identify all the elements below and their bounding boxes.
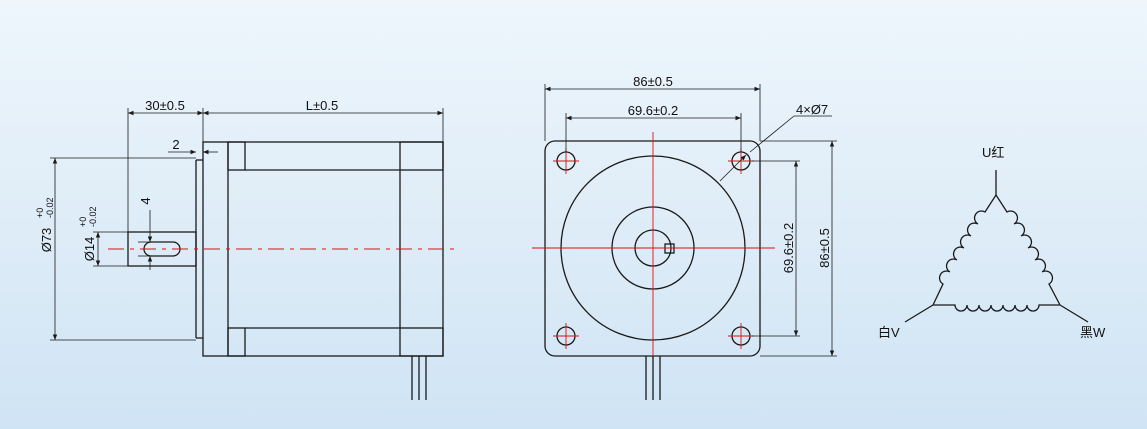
dim-body-length: L±0.5 — [306, 98, 338, 113]
coil-uv — [932, 194, 997, 306]
dim-hole-spacing-h: 69.6±0.2 — [628, 103, 679, 118]
dim-boss-dia: Ø73 — [39, 228, 54, 253]
dim-holes: 4×Ø7 — [796, 102, 828, 117]
dim-outer-height: 86±0.5 — [817, 228, 832, 268]
coil-vw — [933, 304, 1060, 312]
dim-shaft-tol-lower: -0.02 — [88, 206, 98, 227]
label-w: 黑W — [1080, 325, 1106, 340]
dim-boss-tol-upper: +0 — [35, 208, 45, 218]
coil-uw — [995, 194, 1061, 306]
dim-outer-width: 86±0.5 — [633, 74, 673, 89]
mounting-holes — [553, 148, 754, 349]
label-u: U红 — [982, 145, 1004, 160]
side-view: 30±0.5 L±0.5 2 4 Ø14 +0 -0.02 Ø73 +0 — [35, 98, 455, 400]
dim-boss-tol-lower: -0.02 — [45, 197, 55, 218]
dim-shaft-dia: Ø14 — [82, 237, 97, 262]
dim-hole-spacing-v: 69.6±0.2 — [781, 223, 796, 274]
shaft-keyway — [143, 241, 181, 257]
wiring-diagram: U红 白V 黑W — [878, 145, 1106, 340]
front-shaft-flat — [664, 243, 675, 254]
dim-key: 4 — [138, 197, 153, 204]
dim-shaft-tol-upper: +0 — [78, 217, 88, 227]
terminal-w — [1059, 304, 1089, 323]
label-v: 白V — [878, 325, 900, 340]
dim-flange: 2 — [172, 137, 179, 152]
terminal-v — [904, 304, 934, 323]
front-view: 86±0.5 69.6±0.2 4×Ø7 69.6±0.2 86±0.5 — [532, 74, 837, 400]
dim-shaft-length: 30±0.5 — [145, 98, 185, 113]
